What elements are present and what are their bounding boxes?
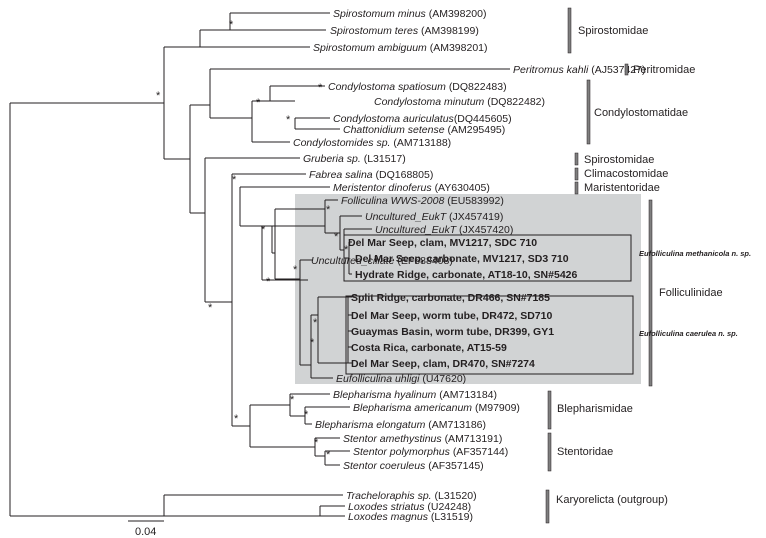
taxon-label: Guaymas Basin, worm tube, DR399, GY1 (351, 326, 554, 338)
taxon-label: Uncultured_EukT (JX457420) (375, 224, 513, 236)
family-bar (545, 489, 550, 524)
family-bar (624, 63, 629, 76)
taxon-label: Gruberia sp. (L31517) (303, 153, 406, 165)
family-bar (547, 390, 552, 430)
new-species-label-methanicola: Eufolliculina methanicola n. sp. (639, 249, 751, 258)
taxon-label: Peritromus kahli (AJ537427) (513, 64, 646, 76)
taxon-label: Spirostomum teres (AM398199) (330, 25, 479, 37)
family-bar (567, 7, 572, 54)
support-marker: * (290, 394, 295, 406)
taxon-label: Folliculina WWS-2008 (EU583992) (341, 195, 504, 207)
taxon-label: Uncultured_ciliate (EF688408) (311, 255, 453, 267)
support-marker: * (334, 231, 339, 243)
taxon-label: Hydrate Ridge, carbonate, AT18-10, SN#54… (355, 269, 577, 281)
support-marker: * (266, 276, 271, 288)
taxon-label: Eufolliculina uhligi (U47620) (336, 373, 466, 385)
family-label-folliculinidae: Folliculinidae (659, 287, 723, 299)
support-marker: * (318, 82, 323, 94)
taxon-label: Loxodes magnus (L31519) (348, 511, 473, 523)
support-marker: * (232, 174, 237, 186)
family-bars (545, 7, 653, 524)
taxon-label: Del Mar Seep, worm tube, DR472, SD710 (351, 310, 552, 322)
taxon-label: Fabrea salina (DQ168805) (309, 169, 433, 181)
support-marker: * (286, 114, 291, 126)
taxon-label: Del Mar Seep, carbonate, MV1217, SD3 710 (355, 253, 569, 265)
support-marker: * (256, 97, 261, 109)
family-bar (586, 79, 591, 145)
family-bar (574, 181, 579, 195)
family-label-condylostomatidae: Condylostomatidae (594, 107, 688, 119)
taxon-label: Del Mar Seep, clam, DR470, SN#7274 (351, 358, 535, 370)
support-marker: * (208, 302, 213, 314)
support-marker: * (314, 437, 319, 449)
taxon-label: Spirostomum minus (AM398200) (333, 8, 486, 20)
support-marker: * (156, 90, 161, 102)
family-bar (574, 167, 579, 181)
support-marker: * (326, 204, 331, 216)
taxon-label: Condylostoma spatiosum (DQ822483) (328, 81, 507, 93)
taxon-labels: Spirostomum minus (AM398200) Spirostomum… (293, 8, 646, 523)
support-marker: * (313, 317, 318, 329)
support-marker: * (234, 413, 239, 425)
taxon-label: Tracheloraphis sp. (L31520) (346, 490, 477, 502)
taxon-label: Condylostoma auriculatus(DQ445605) (333, 113, 512, 125)
taxon-label: Stentor polymorphus (AF357144) (353, 446, 508, 458)
family-bar (574, 152, 579, 166)
family-bar (648, 199, 653, 387)
taxon-label: Condylostoma minutum (DQ822482) (374, 96, 545, 108)
taxon-label: Spirostomum ambiguum (AM398201) (313, 42, 488, 54)
taxon-label: Uncultured_EukT (JX457419) (365, 211, 503, 223)
taxon-label: Costa Rica, carbonate, AT15-59 (351, 342, 507, 354)
tree-branches (9, 12, 634, 517)
support-marker: * (229, 19, 234, 31)
taxon-label: Del Mar Seep, clam, MV1217, SDC 710 (348, 237, 537, 249)
support-marker: * (293, 264, 298, 276)
family-bar (547, 432, 552, 472)
taxon-label: Split Ridge, carbonate, DR466, SN#7185 (351, 292, 550, 304)
taxon-label: Meristentor dinoferus (AY630405) (333, 182, 490, 194)
taxon-label: Condylostomides sp. (AM713188) (293, 137, 451, 149)
scale-bar: 0.04 (128, 520, 164, 538)
family-label-climacostomidae: Climacostomidae (584, 168, 668, 180)
family-label-blepharismidae: Blepharismidae (557, 403, 633, 415)
family-label-maristentoridae: Maristentoridae (584, 182, 660, 194)
taxon-label: Chattonidium setense (AM295495) (343, 124, 505, 136)
support-marker: * (310, 337, 315, 349)
family-label-stentoridae: Stentoridae (557, 446, 613, 458)
taxon-label: Blepharisma elongatum (AM713186) (315, 419, 486, 431)
taxon-label: Stentor amethystinus (AM713191) (343, 433, 502, 445)
taxon-label: Blepharisma americanum (M97909) (353, 402, 520, 414)
family-label-spirostomidae: Spirostomidae (578, 25, 648, 37)
family-labels: Spirostomidae Peritromidae Condylostomat… (556, 25, 751, 506)
support-marker: * (261, 224, 266, 236)
taxon-label: Loxodes striatus (U24248) (348, 501, 471, 513)
family-label-spirostomidae-2: Spirostomidae (584, 154, 654, 166)
new-species-label-caerulea: Eufolliculina caerulea n. sp. (639, 329, 738, 338)
scale-bar-label: 0.04 (135, 526, 156, 538)
support-marker: * (344, 244, 349, 256)
taxon-label: Stentor coeruleus (AF357145) (343, 460, 484, 472)
folliculinidae-highlight (295, 194, 641, 384)
family-label-karyorelicta: Karyorelicta (outgroup) (556, 494, 668, 506)
support-marker: * (304, 409, 309, 421)
support-marker: * (326, 449, 331, 461)
taxon-label: Blepharisma hyalinum (AM713184) (333, 389, 497, 401)
family-label-peritromidae: Peritromidae (633, 64, 695, 76)
support-markers: * * * * * * * * * * * * * * * * * * * * (156, 19, 349, 461)
